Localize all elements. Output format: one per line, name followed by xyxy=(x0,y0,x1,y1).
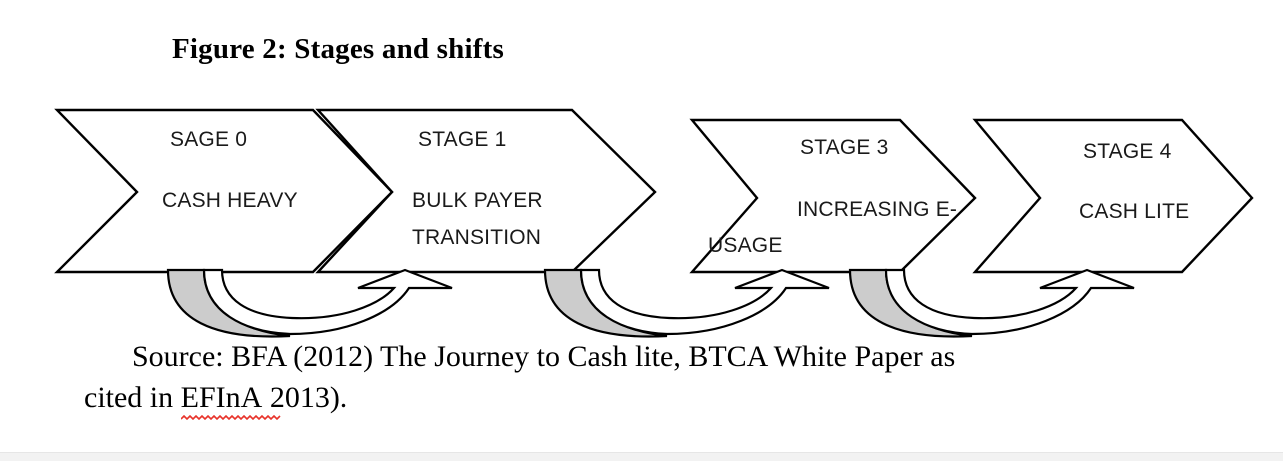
page-bottom-edge xyxy=(0,452,1283,461)
spellcheck-squiggle-icon xyxy=(180,415,281,420)
source-note-line2-suffix: 2013). xyxy=(262,381,348,414)
stages-and-shifts-diagram xyxy=(54,108,1254,338)
chevron-stage-4-body: CASH LITE xyxy=(1079,200,1190,223)
misspelled-word-text: EFInA xyxy=(180,381,263,414)
source-note-line1: Source: BFA (2012) The Journey to Cash l… xyxy=(132,340,956,373)
source-note: Source: BFA (2012) The Journey to Cash l… xyxy=(84,336,1204,420)
chevron-stage-4-heading: STAGE 4 xyxy=(1083,140,1172,163)
shift-arrow-3-body xyxy=(884,268,1135,336)
chevron-stage-1-heading: STAGE 1 xyxy=(418,128,507,151)
shift-arrow-3[interactable] xyxy=(848,268,1135,338)
misspelled-word: EFInA xyxy=(180,377,281,420)
shift-arrow-2[interactable] xyxy=(543,268,830,338)
chevron-sage-0-heading: SAGE 0 xyxy=(170,128,248,151)
chevron-sage-0-body: CASH HEAVY xyxy=(162,189,298,212)
chevron-stage-3-heading: STAGE 3 xyxy=(800,136,889,159)
chevron-stage-3-body-line1: INCREASING E- xyxy=(797,198,958,221)
shift-arrow-2-body xyxy=(579,268,830,336)
source-note-line2-prefix: cited in xyxy=(84,381,181,414)
shift-arrow-1[interactable] xyxy=(166,268,453,338)
shift-arrow-1-body xyxy=(202,268,453,336)
chevron-stage-3-body-line2: USAGE xyxy=(708,234,783,257)
chevron-sage-0[interactable] xyxy=(54,108,394,274)
figure-title: Figure 2: Stages and shifts xyxy=(172,33,504,65)
chevron-stage-4[interactable] xyxy=(972,118,1254,274)
chevron-stage-1-body-line1: BULK PAYER xyxy=(412,189,543,212)
chevron-stage-1-body-line2: TRANSITION xyxy=(412,226,542,249)
